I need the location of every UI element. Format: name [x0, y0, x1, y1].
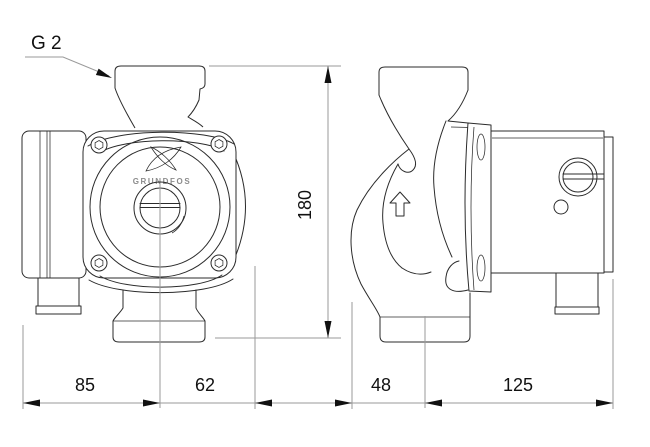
dim-arrow-left-icon	[255, 399, 272, 407]
side-nut-right-edge	[447, 89, 469, 124]
side-top-union-nut	[378, 66, 469, 96]
logo-x-icon	[145, 146, 182, 172]
dim-label-48: 48	[371, 375, 391, 395]
thread-callout-label: G 2	[31, 33, 62, 54]
dim-arrow-right-icon	[143, 399, 160, 407]
motor-plug-inner	[562, 161, 594, 193]
screw-bottom-left	[90, 254, 108, 272]
callout-leader-line	[25, 56, 110, 77]
volute-rim-arc-bottom-outer	[88, 278, 234, 294]
cable-entry-box	[37, 277, 80, 307]
volute-right-edge	[232, 151, 246, 263]
dim-arrow-left-icon	[425, 399, 442, 407]
grundfos-logo: GRUNDFOS	[133, 146, 192, 186]
motor-plug-slot	[562, 173, 605, 180]
flow-direction-arrow-icon	[389, 191, 411, 217]
leader-arrow-icon	[95, 68, 112, 78]
clamp-band	[464, 122, 492, 293]
logo-x-icon	[150, 146, 177, 171]
volute-inner-curve	[382, 163, 403, 269]
dim-arrow-right-icon	[335, 399, 352, 407]
bottom-union-nut	[112, 289, 206, 343]
extension-lines-height	[209, 65, 341, 339]
dim-label-180: 180	[295, 190, 315, 220]
volute-inner-curve	[445, 260, 469, 292]
dim-label-125: 125	[503, 375, 533, 395]
side-view	[350, 66, 614, 408]
screw-bottom-right	[210, 254, 228, 272]
front-view: GRUNDFOS	[21, 65, 246, 408]
dim-arrow-right-icon	[596, 399, 613, 407]
brand-text: GRUNDFOS	[133, 177, 192, 186]
dim-arrow-up-icon	[324, 66, 332, 83]
screw-top-left	[90, 136, 108, 154]
volute-profile	[350, 94, 471, 343]
volute-rim-arc-bottom-inner	[99, 274, 223, 288]
dimension-annotations: G 2 85 62 48 125 180	[22, 33, 614, 409]
vent-hole	[553, 199, 569, 215]
motor-plug-outer	[558, 157, 598, 197]
motor-housing-lip	[603, 136, 614, 273]
dim-label-62: 62	[195, 375, 215, 395]
volute-inner-curve	[433, 120, 453, 258]
terminal-box-side-cap	[554, 306, 600, 315]
cable-entry-cap	[35, 305, 82, 315]
dim-label-85: 85	[75, 375, 95, 395]
terminal-box-front	[21, 130, 87, 315]
screw-top-right	[210, 135, 228, 153]
dim-arrow-left-icon	[23, 399, 40, 407]
volute-inner-curve	[401, 267, 432, 275]
dim-arrow-down-icon	[324, 321, 332, 338]
top-union-nut	[114, 65, 206, 129]
volute-inner-curve	[397, 148, 417, 173]
terminal-box-side	[555, 272, 599, 308]
motor-housing	[490, 130, 614, 315]
